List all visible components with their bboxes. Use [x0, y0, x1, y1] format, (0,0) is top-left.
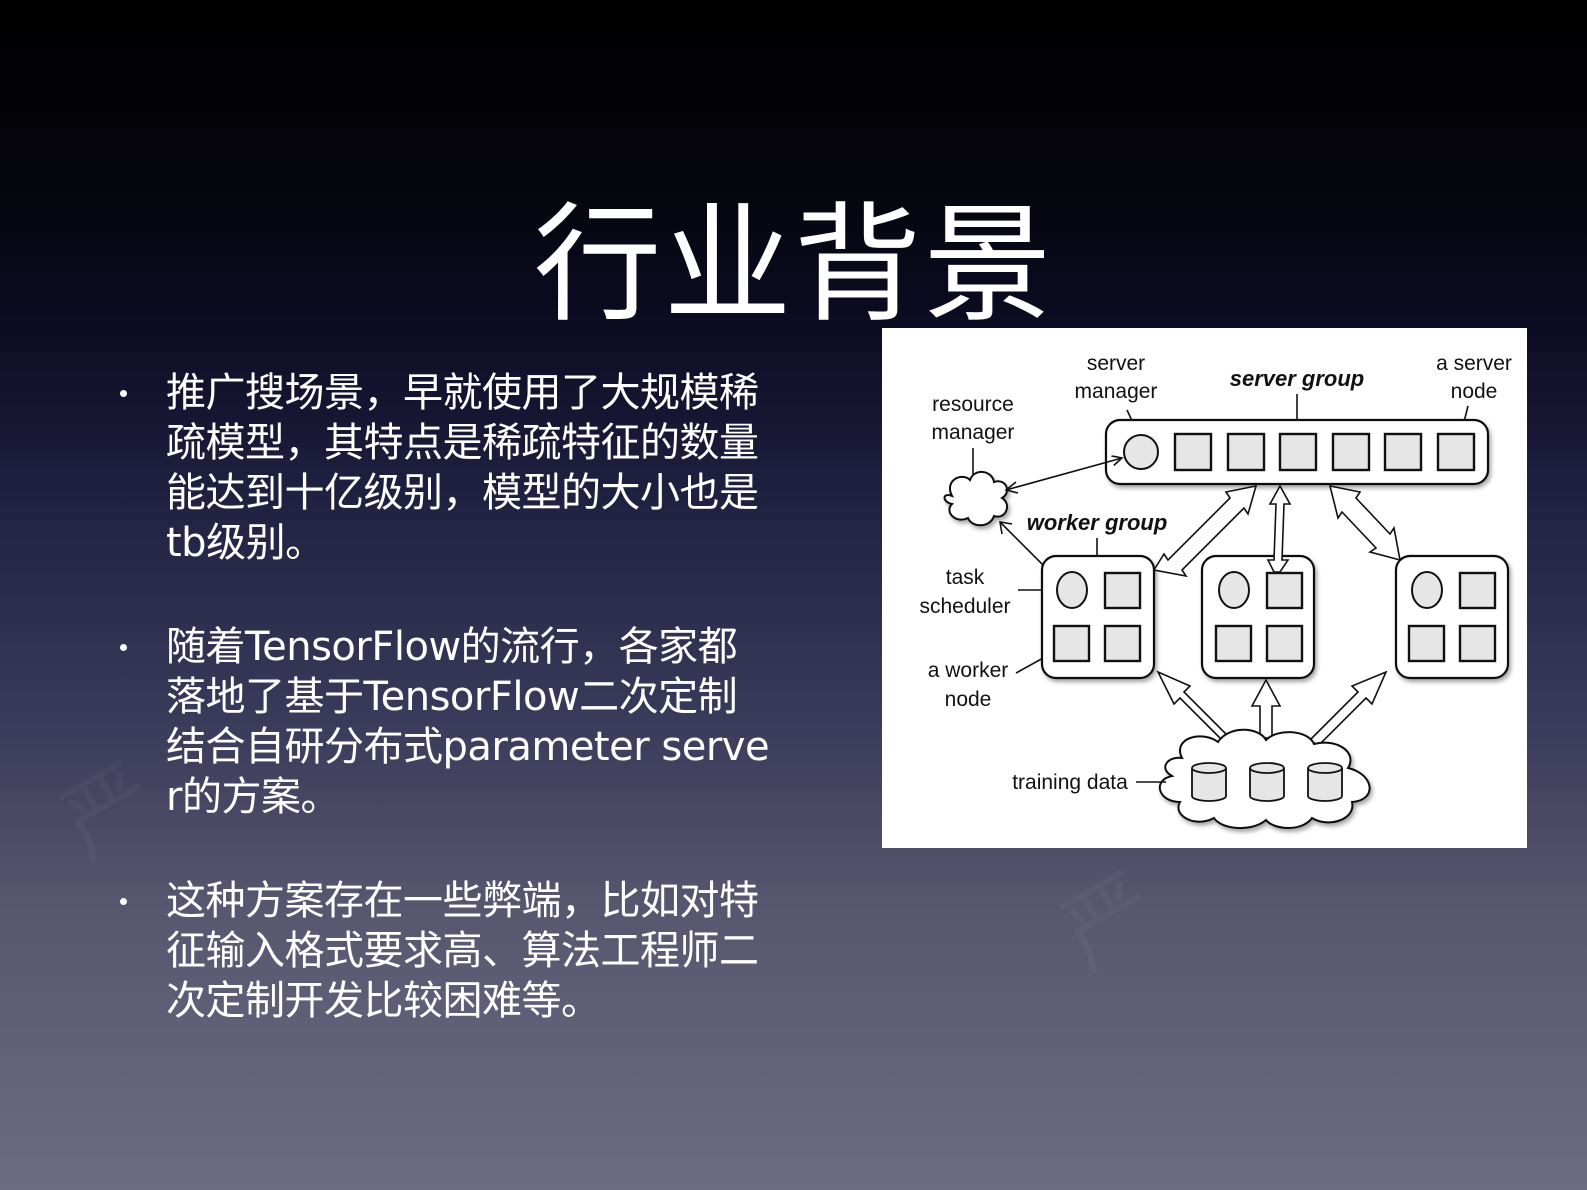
bullet-item: 随着TensorFlow的流行，各家都落地了基于TensorFlow二次定制结合… — [120, 622, 770, 822]
label-resource-manager: resource — [932, 393, 1014, 416]
bullet-text: 这种方案存在一些弊端，比如对特征输入格式要求高、算法工程师二次定制开发比较困难等… — [166, 878, 759, 1024]
label-worker-group: worker group — [1027, 510, 1168, 535]
bullet-item: 这种方案存在一些弊端，比如对特征输入格式要求高、算法工程师二次定制开发比较困难等… — [120, 876, 770, 1026]
label-server-group: server group — [1230, 366, 1365, 391]
diagram-canvas: server manager server group a server nod… — [919, 352, 1512, 829]
database-icon — [1307, 762, 1343, 802]
worker-group — [1040, 554, 1156, 680]
worker-group — [1200, 554, 1316, 680]
label-training-data: training data — [1012, 771, 1128, 794]
server-node-icon — [1278, 432, 1318, 472]
bullet-dot-icon — [120, 390, 127, 397]
bullet-text: 随着TensorFlow的流行，各家都落地了基于TensorFlow二次定制结合… — [166, 624, 770, 820]
label-task-scheduler: task — [946, 566, 985, 589]
bullet-item: 推广搜场景，早就使用了大规模稀疏模型，其特点是稀疏特征的数量能达到十亿级别，模型… — [120, 368, 770, 568]
worker-node-icon — [1265, 571, 1304, 610]
task-scheduler-icon — [1411, 571, 1443, 609]
slide-title: 行业背景 — [533, 190, 1054, 340]
server-group — [1104, 418, 1490, 486]
label-resource-manager: manager — [932, 421, 1015, 444]
worker-node-icon — [1265, 624, 1304, 663]
bullet-text: 推广搜场景，早就使用了大规模稀疏模型，其特点是稀疏特征的数量能达到十亿级别，模型… — [166, 370, 759, 566]
bullet-dot-icon — [120, 644, 127, 651]
server-node-icon — [1173, 432, 1213, 472]
watermark: 严 — [1034, 836, 1177, 994]
task-scheduler-icon — [1218, 571, 1250, 609]
server-node-icon — [1226, 432, 1266, 472]
data-shards — [1191, 762, 1343, 802]
label-server-node: a server — [1436, 352, 1512, 375]
server-node-icon — [1383, 432, 1423, 472]
sync-arrows — [1152, 484, 1402, 578]
label-worker-node: node — [945, 688, 992, 711]
server-manager-node-icon — [1123, 434, 1159, 470]
worker-node-icon — [1407, 624, 1446, 663]
label-server-manager: server — [1087, 352, 1145, 375]
bullet-dot-icon — [120, 898, 127, 905]
worker-node-icon — [1458, 624, 1497, 663]
bullet-list: 推广搜场景，早就使用了大规模稀疏模型，其特点是稀疏特征的数量能达到十亿级别，模型… — [120, 368, 770, 1080]
worker-node-icon — [1214, 624, 1253, 663]
parameter-server-architecture-diagram: server manager server group a server nod… — [882, 328, 1527, 848]
worker-group — [1394, 554, 1510, 680]
resource-manager-cloud-icon — [943, 471, 1009, 527]
label-task-scheduler: scheduler — [919, 595, 1010, 618]
database-icon — [1191, 762, 1227, 802]
worker-node-icon — [1458, 571, 1497, 610]
server-node-icon — [1331, 432, 1371, 472]
label-server-manager: manager — [1075, 380, 1158, 403]
server-node-icon — [1436, 432, 1476, 472]
label-server-node: node — [1451, 380, 1498, 403]
task-scheduler-icon — [1056, 571, 1088, 609]
database-icon — [1249, 762, 1285, 802]
label-worker-node: a worker — [928, 659, 1009, 682]
worker-node-icon — [1103, 624, 1142, 663]
worker-node-icon — [1052, 624, 1091, 663]
data-feed-arrows — [1156, 670, 1388, 748]
worker-node-icon — [1103, 571, 1142, 610]
